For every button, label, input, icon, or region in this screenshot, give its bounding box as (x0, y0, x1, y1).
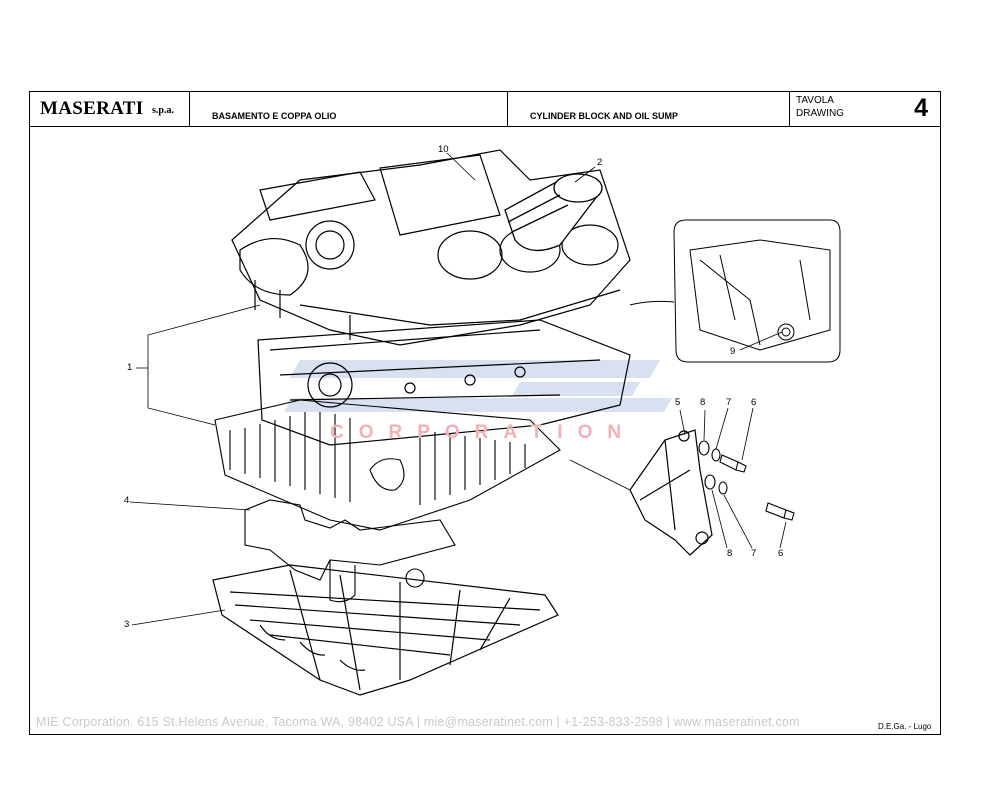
callout-8-upper: 8 (700, 397, 706, 408)
callout-7-upper: 7 (726, 397, 732, 408)
oil-sump (212, 564, 559, 696)
baffle-plate (244, 499, 456, 603)
drawing-number-cell: TAVOLA DRAWING 4 (790, 92, 942, 126)
callout-3: 3 (124, 619, 130, 630)
drawing-sheet: MASERATI s.p.a. BASAMENTO E COPPA OLIO C… (29, 91, 941, 735)
callout-4: 4 (124, 495, 130, 506)
callout-5: 5 (675, 397, 681, 408)
callout-9: 9 (730, 346, 736, 357)
title-english-cell: CYLINDER BLOCK AND OIL SUMP (508, 92, 790, 126)
drawing-label-english: DRAWING (796, 108, 844, 119)
engine-mount-bracket (629, 429, 713, 556)
callout-6-upper: 6 (751, 397, 757, 408)
watermark-logo (284, 360, 672, 412)
cylinder-liner (504, 173, 603, 252)
callout-6-lower: 6 (778, 548, 784, 559)
callout-10: 10 (438, 144, 449, 155)
callout-8-lower: 8 (727, 548, 733, 559)
footer-contact: MIE Corporation. 615 St.Helens Avenue, T… (36, 715, 800, 729)
brand-name: MASERATI (40, 98, 144, 119)
callout-1: 1 (127, 362, 133, 373)
drawing-number: 4 (914, 94, 928, 122)
callout-7-lower: 7 (751, 548, 757, 559)
title-english: CYLINDER BLOCK AND OIL SUMP (530, 111, 679, 121)
callout-leaders (129, 152, 787, 626)
finned-oil-pan (214, 399, 561, 531)
callout-2: 2 (597, 157, 603, 168)
watermark-text: CORPORATION (330, 422, 637, 443)
crankcase-bedplate (257, 319, 631, 446)
drawing-credit: D.E.Ga. - Lugo (878, 722, 932, 731)
title-italian-cell: BASAMENTO E COPPA OLIO (190, 92, 508, 126)
brand-cell: MASERATI s.p.a. (30, 92, 190, 126)
title-block: MASERATI s.p.a. BASAMENTO E COPPA OLIO C… (30, 92, 940, 127)
brand-suffix: s.p.a. (152, 105, 174, 116)
drawing-label-italian: TAVOLA (796, 95, 834, 106)
title-italian: BASAMENTO E COPPA OLIO (212, 111, 337, 121)
